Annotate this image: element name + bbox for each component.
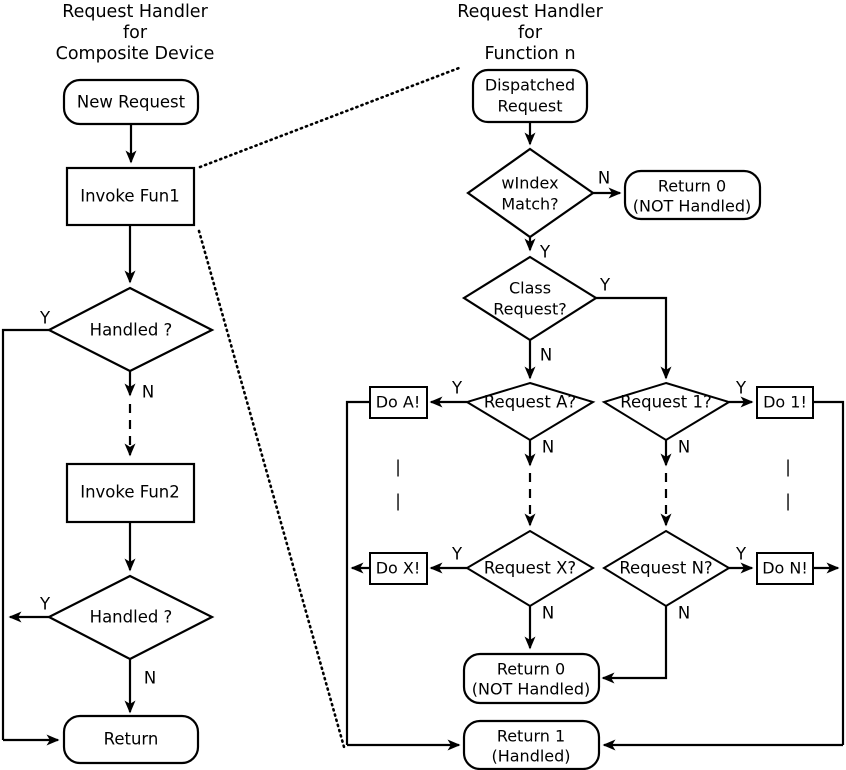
node-request-n-label: Request N? bbox=[619, 559, 712, 578]
node-invoke-fun2-label: Invoke Fun2 bbox=[80, 483, 180, 502]
node-windex-match[interactable] bbox=[466, 147, 595, 239]
left-diagram-title: Request Handler for Composite Device bbox=[55, 2, 215, 64]
ellipsis-right-upper: | bbox=[785, 458, 791, 477]
node-do-1[interactable] bbox=[756, 386, 814, 419]
label-request-1-no: N bbox=[678, 438, 690, 457]
node-do-1-label: Do 1! bbox=[763, 393, 807, 412]
edge-do1-right-rail bbox=[813, 400, 845, 745]
label-request-x-no: N bbox=[542, 604, 554, 623]
node-handled-1-label: Handled ? bbox=[90, 321, 173, 340]
node-return1-label-1: Return 1 bbox=[497, 727, 565, 746]
edge-class-yes-to-request1 bbox=[596, 296, 672, 380]
label-request-a-yes: Y bbox=[451, 379, 463, 398]
label-request-x-yes: Y bbox=[451, 545, 463, 564]
label-handled-1-no: N bbox=[142, 383, 154, 402]
node-class-request-label-2: Request? bbox=[493, 300, 566, 319]
node-return-left-label: Return bbox=[104, 730, 159, 749]
label-windex-no: N bbox=[598, 169, 610, 188]
edge-doa-left-rail bbox=[345, 400, 370, 745]
node-do-a-label: Do A! bbox=[376, 393, 421, 412]
node-do-n[interactable] bbox=[756, 552, 814, 585]
node-request-x-label: Request X? bbox=[484, 559, 576, 578]
node-dispatched-request-label-1: Dispatched bbox=[485, 76, 575, 95]
label-request-n-yes: Y bbox=[735, 545, 747, 564]
node-dispatched-request-label-2: Request bbox=[498, 97, 563, 116]
label-handled-2-no: N bbox=[144, 669, 156, 688]
node-new-request-label: New Request bbox=[77, 93, 186, 112]
node-windex-match-label-2: Match? bbox=[501, 195, 558, 214]
node-return0-top-label-2: (NOT Handled) bbox=[633, 197, 751, 216]
node-return0-bottom[interactable] bbox=[462, 652, 601, 705]
label-class-no: N bbox=[540, 346, 552, 365]
node-request-a-label: Request A? bbox=[484, 393, 576, 412]
node-return0-top[interactable] bbox=[623, 169, 762, 221]
ellipsis-right-lower: | bbox=[785, 492, 791, 511]
dotted-expansion-line-bottom bbox=[197, 229, 346, 749]
node-return0-bottom-label-1: Return 0 bbox=[497, 660, 565, 679]
node-do-x-label: Do X! bbox=[376, 559, 421, 578]
label-windex-yes: Y bbox=[539, 243, 551, 262]
edge-requestn-no-to-return0 bbox=[601, 606, 668, 684]
node-invoke-fun1-label: Invoke Fun1 bbox=[80, 187, 180, 206]
ellipsis-left-upper: | bbox=[395, 458, 401, 477]
node-class-request[interactable] bbox=[461, 255, 599, 342]
node-return0-top-label-1: Return 0 bbox=[658, 177, 726, 196]
node-handled-2-label: Handled ? bbox=[90, 608, 173, 627]
node-return0-bottom-label-2: (NOT Handled) bbox=[472, 680, 590, 699]
label-request-a-no: N bbox=[542, 438, 554, 457]
ellipsis-left-lower: | bbox=[395, 492, 401, 511]
label-request-n-no: N bbox=[678, 604, 690, 623]
node-return1[interactable] bbox=[462, 719, 601, 770]
node-request-1-label: Request 1? bbox=[620, 393, 712, 412]
label-handled-2-yes: Y bbox=[39, 595, 51, 614]
edge-handled1-yes-rail bbox=[1, 328, 49, 740]
node-do-n-label: Do N! bbox=[762, 559, 808, 578]
node-invoke-fun2[interactable] bbox=[65, 462, 196, 524]
label-class-yes: Y bbox=[599, 276, 611, 295]
node-do-x[interactable] bbox=[369, 552, 428, 585]
label-handled-1-yes: Y bbox=[39, 309, 51, 328]
node-return-left[interactable] bbox=[62, 714, 200, 765]
node-invoke-fun1[interactable] bbox=[65, 166, 196, 227]
right-diagram-title: Request Handler for Function n bbox=[457, 2, 603, 64]
label-request-1-yes: Y bbox=[735, 379, 747, 398]
node-return1-label-2: (Handled) bbox=[491, 747, 570, 766]
node-windex-match-label-1: wIndex bbox=[501, 174, 558, 193]
node-class-request-label-1: Class bbox=[509, 279, 551, 298]
dotted-expansion-line-top bbox=[198, 66, 461, 169]
